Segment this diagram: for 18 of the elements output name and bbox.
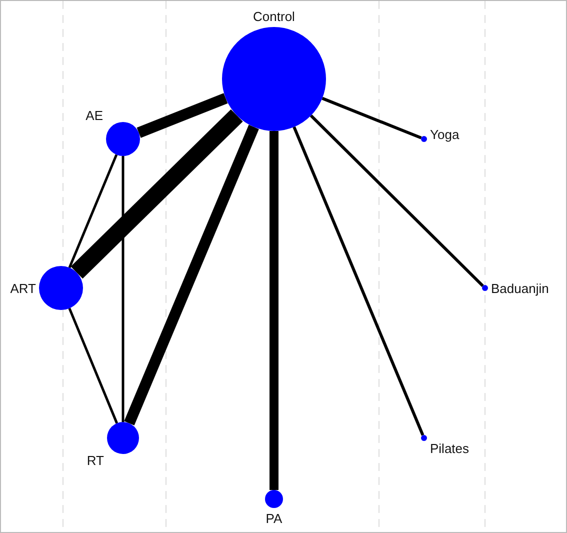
connector-line bbox=[270, 131, 278, 490]
connector-line bbox=[122, 156, 124, 422]
node-label: RT bbox=[86, 453, 104, 468]
node-label: Control bbox=[253, 9, 295, 24]
connector-line bbox=[70, 109, 243, 279]
connector-line bbox=[292, 126, 424, 436]
connector-line bbox=[310, 114, 484, 287]
connector-line bbox=[68, 154, 118, 268]
connector-line bbox=[124, 124, 259, 426]
connector-line bbox=[322, 96, 422, 140]
node-label: AE bbox=[86, 108, 103, 123]
node-label: Pilates bbox=[430, 441, 470, 456]
node-label: Baduanjin bbox=[491, 280, 549, 296]
connector-line bbox=[68, 308, 118, 424]
node-label: PA bbox=[266, 511, 282, 526]
node-label: ART bbox=[10, 280, 36, 296]
node-label: Yoga bbox=[430, 127, 460, 142]
connector-line bbox=[136, 93, 228, 138]
